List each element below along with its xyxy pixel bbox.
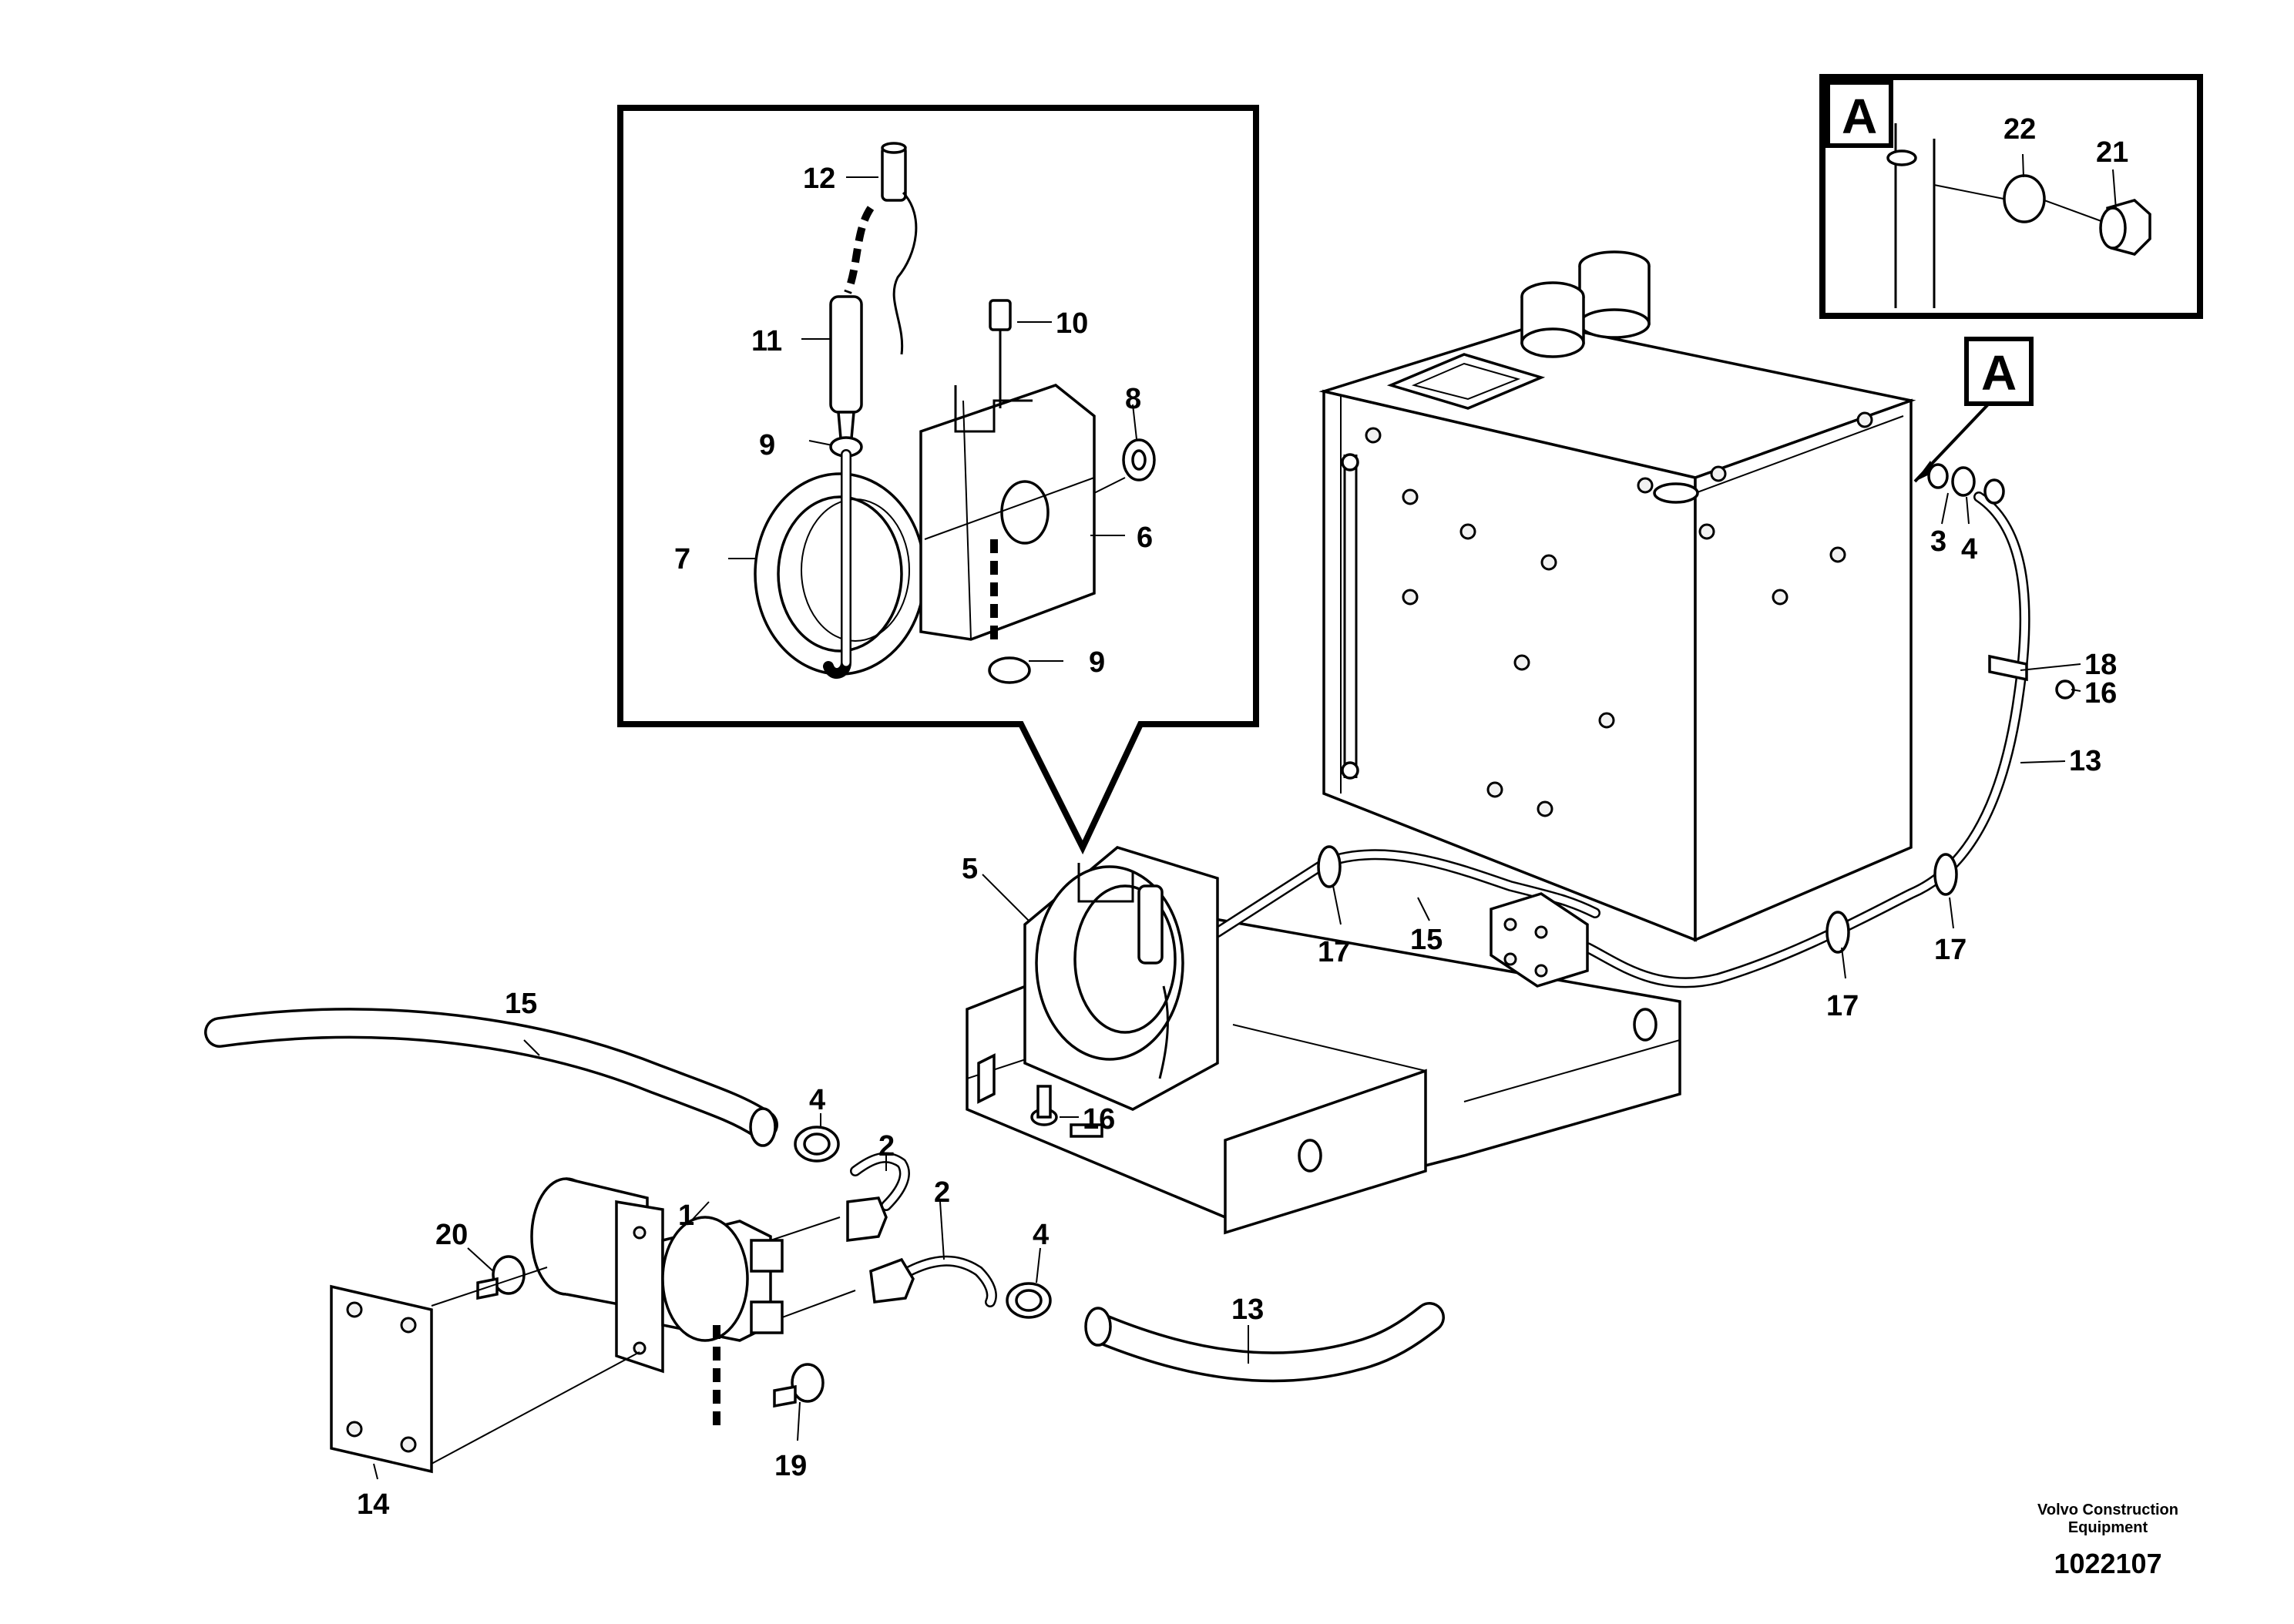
callout-7: 7	[674, 543, 690, 575]
callout-17-middle: 17	[1826, 990, 1859, 1022]
credit-block: Volvo Construction Equipment 1022107	[2037, 1502, 2178, 1580]
bolt-19	[773, 1363, 825, 1408]
callout-22: 22	[2003, 113, 2036, 146]
filter-1	[530, 1177, 784, 1374]
callout-4-upper: 4	[809, 1084, 825, 1116]
assembly-leader-lines	[431, 1216, 856, 1465]
clamps-17	[1317, 845, 1958, 954]
callout-8: 8	[1125, 383, 1141, 415]
callout-2-upper: 2	[878, 1130, 895, 1163]
hose-15-loose	[204, 1008, 778, 1147]
callout-5: 5	[962, 853, 978, 885]
callout-3: 3	[1930, 525, 1946, 558]
callout-18: 18	[2084, 649, 2117, 681]
callout-16-lower: 16	[1083, 1103, 1115, 1136]
callout-1: 1	[678, 1200, 694, 1232]
elbow-2-upper	[846, 1152, 910, 1242]
clamp-18-installed	[1988, 654, 2075, 700]
sensor-assembly-installed	[1023, 846, 1219, 1138]
fittings-3-4	[1927, 463, 2005, 505]
callout-20: 20	[435, 1219, 468, 1251]
credit-line-2: Equipment	[2067, 1519, 2148, 1536]
detail-a-pointer-box	[1913, 337, 2034, 483]
hose-15-installed	[1212, 849, 1600, 938]
plate-14	[330, 1284, 433, 1474]
callout-15-tank: 15	[1410, 924, 1443, 956]
callout-labels: 12 11 9 7 10 8 6 9 5 16 15 4 2 2 4 1 20 …	[357, 89, 2128, 1521]
credit-line-1: Volvo Construction	[2037, 1502, 2178, 1518]
callout-4-lower: 4	[1033, 1219, 1049, 1251]
filter-installed	[1490, 892, 1589, 988]
bolt-16-installed	[1030, 1085, 1058, 1126]
callout-2-lower: 2	[934, 1176, 950, 1209]
clamp-4-lower	[1006, 1282, 1052, 1319]
inset-a-letter: A	[1842, 89, 1877, 144]
elbow-2-lower	[869, 1255, 997, 1307]
callout-13-loose: 13	[1231, 1293, 1264, 1326]
inset-a-frame	[1819, 74, 2203, 319]
hose-13-installed	[1582, 492, 2030, 988]
callout-16-upper: 16	[2084, 677, 2117, 710]
tank-studs	[1365, 411, 1873, 817]
callout-17-left: 17	[1318, 936, 1350, 968]
callout-11: 11	[751, 325, 782, 357]
callout-19: 19	[774, 1450, 807, 1482]
callout-9-inset-top: 9	[759, 429, 775, 461]
callout-4-tank: 4	[1961, 533, 1977, 565]
document-number: 1022107	[2054, 1548, 2162, 1579]
callout-14: 14	[357, 1488, 389, 1521]
bolt-20	[476, 1255, 526, 1300]
callout-leader-lines	[373, 153, 2117, 1480]
clamp-4-upper	[794, 1126, 840, 1163]
inset-level-sensor	[754, 142, 1156, 684]
callout-10: 10	[1056, 307, 1088, 340]
callout-21: 21	[2096, 136, 2128, 169]
pointer-a-letter: A	[1981, 345, 2017, 401]
callout-15-loose: 15	[505, 988, 537, 1020]
callout-9-inset-bottom: 9	[1089, 646, 1105, 679]
callout-13-tank: 13	[2069, 745, 2101, 777]
callout-6: 6	[1137, 522, 1153, 554]
hydraulic-tank	[1318, 250, 1916, 942]
hose-13-loose	[1084, 1302, 1445, 1383]
callout-12: 12	[803, 163, 835, 195]
callout-17-right: 17	[1934, 934, 1967, 966]
